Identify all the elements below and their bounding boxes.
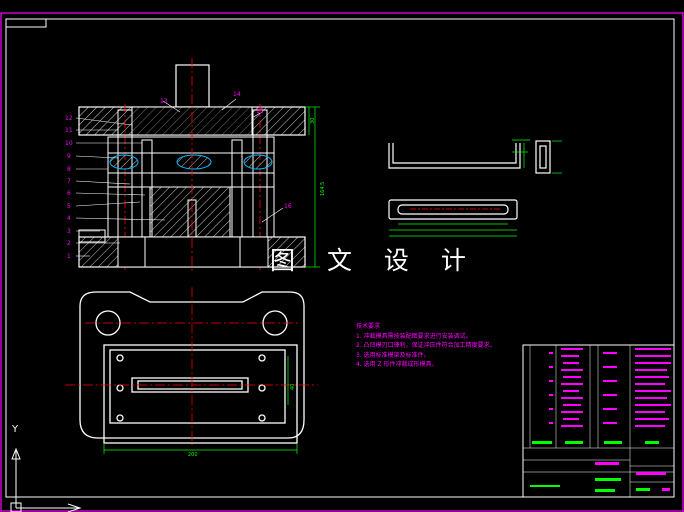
part-labels: 1 2 3 4 5 6 7 8 9 10 11 12 13 14 15 16 — [65, 91, 292, 260]
ucs-y-label: Y — [12, 424, 19, 435]
ucs-icon — [10, 447, 82, 512]
part-label: 10 — [65, 140, 73, 147]
part-label: 3 — [67, 228, 71, 235]
drawing-border-inner — [5, 18, 675, 498]
part-label: 4 — [67, 215, 71, 222]
part-label: 7 — [67, 178, 71, 185]
plan-view-side-dim: 40 — [290, 384, 296, 390]
part-label: 15 — [256, 108, 264, 115]
part-profile-view — [388, 139, 562, 174]
part-label: 5 — [67, 203, 71, 210]
technical-requirements: 技术要求 1. 冲裁模具需按装配图要求进行安装调试。 2. 凸凹模刃口锋利，保证… — [356, 322, 496, 370]
drawing-border-outer — [0, 12, 684, 512]
notes-item: 3. 选用标准模架及标准件。 — [356, 351, 430, 359]
section-view — [75, 58, 320, 272]
part-label: 8 — [67, 166, 71, 173]
title-block — [522, 344, 675, 498]
section-top-dim: 30 — [310, 118, 316, 124]
section-height-dim: 164.5 — [320, 182, 326, 196]
part-label: 11 — [65, 127, 73, 134]
notes-item: 1. 冲裁模具需按装配图要求进行安装调试。 — [356, 332, 472, 340]
watermark-text: 图 文 设 计 — [270, 246, 478, 275]
part-label: 2 — [67, 240, 71, 247]
part-plan-view — [388, 199, 518, 237]
part-label: 16 — [284, 203, 292, 210]
corner-tab — [5, 19, 47, 28]
plan-view-centerlines — [65, 287, 318, 445]
plan-view-dimensions — [103, 356, 298, 454]
part-label: 9 — [67, 153, 71, 160]
part-label: 1 — [67, 253, 71, 260]
part-label: 14 — [233, 91, 241, 98]
part-label: 12 — [65, 115, 73, 122]
part-label: 6 — [67, 190, 71, 197]
notes-item: 4. 选用 Z 形件冲裁成形模具。 — [356, 361, 438, 368]
notes-title: 技术要求 — [356, 323, 381, 330]
plan-view-width-dim: 200 — [188, 452, 198, 458]
notes-item: 2. 凸凹模刃口锋利，保证冲压件符合加工精度要求。 — [356, 342, 496, 349]
part-label: 13 — [160, 98, 168, 105]
